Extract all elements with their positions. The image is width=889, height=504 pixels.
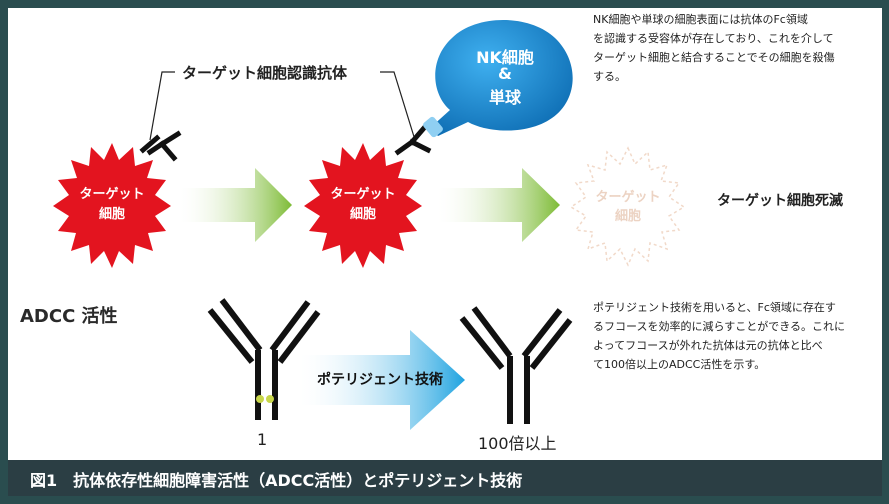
cell3-label-line2: 細胞 bbox=[614, 209, 641, 224]
note-top-line: NK細胞や単球の細胞表面には抗体のFc領域 bbox=[593, 13, 808, 26]
antibody-leader-line bbox=[149, 71, 175, 141]
antibody-original bbox=[207, 298, 321, 420]
top-frame bbox=[0, 0, 889, 8]
note-top-line: する。 bbox=[593, 70, 626, 83]
adcc-value-improved: 100倍以上 bbox=[478, 434, 557, 453]
target-cell-2 bbox=[304, 143, 422, 268]
nk-receptor bbox=[423, 116, 443, 138]
antibody-defucosylated bbox=[459, 306, 573, 424]
note-bottom-line: るフコースを効率的に減らすことができる。これに bbox=[593, 320, 846, 333]
antibody-on-cell-1 bbox=[139, 130, 182, 162]
nk-label-line2: & bbox=[498, 64, 512, 83]
potelligent-label: ポテリジェント技術 bbox=[317, 372, 443, 388]
antibody-on-cell-2 bbox=[394, 124, 432, 156]
note-bottom: ポテリジェント技術を用いると、Fc領域に存在す るフコースを効率的に減らすことが… bbox=[593, 298, 845, 374]
nk-cell bbox=[430, 20, 573, 136]
target-cell-1 bbox=[53, 143, 171, 268]
note-bottom-line: ポテリジェント技術を用いると、Fc領域に存在す bbox=[593, 301, 836, 314]
antibody-label: ターゲット細胞認識抗体 bbox=[182, 64, 348, 82]
nk-label-line1: NK細胞 bbox=[476, 48, 534, 67]
green-arrow-2 bbox=[438, 168, 560, 242]
target-cell-dead bbox=[569, 146, 686, 267]
figure-caption-bar: 図1 抗体依存性細胞障害活性（ADCC活性）とポテリジェント技術 bbox=[8, 460, 882, 496]
cell3-label-line1: ターゲット bbox=[595, 190, 661, 205]
adcc-value-original: 1 bbox=[257, 430, 268, 449]
green-arrow-1 bbox=[180, 168, 292, 242]
cell2-label-line1: ターゲット bbox=[330, 187, 396, 202]
cell1-label-line1: ターゲット bbox=[79, 187, 145, 202]
fucose-dot-2 bbox=[266, 395, 274, 403]
note-top-line: ターゲット細胞と結合することでその細胞を殺傷 bbox=[593, 51, 835, 64]
figure-caption: 図1 抗体依存性細胞障害活性（ADCC活性）とポテリジェント技術 bbox=[30, 471, 523, 490]
note-top: NK細胞や単球の細胞表面には抗体のFc領域 を認識する受容体が存在しており、これ… bbox=[593, 10, 835, 86]
death-label: ターゲット細胞死滅 bbox=[717, 193, 843, 209]
antibody-leader-line-2 bbox=[380, 71, 416, 141]
nk-label-line3: 単球 bbox=[488, 88, 521, 107]
cell2-label-line2: 細胞 bbox=[349, 207, 376, 222]
cell1-label-line2: 細胞 bbox=[98, 207, 125, 222]
note-bottom-line: て100倍以上のADCC活性を示す。 bbox=[593, 358, 766, 371]
note-bottom-line: よってフコースが外れた抗体は元の抗体と比べ bbox=[593, 339, 823, 352]
note-top-line: を認識する受容体が存在しており、これを介して bbox=[593, 32, 834, 45]
adcc-label: ADCC 活性 bbox=[20, 306, 118, 327]
blue-arrow bbox=[300, 330, 465, 430]
fucose-dot-1 bbox=[256, 395, 264, 403]
